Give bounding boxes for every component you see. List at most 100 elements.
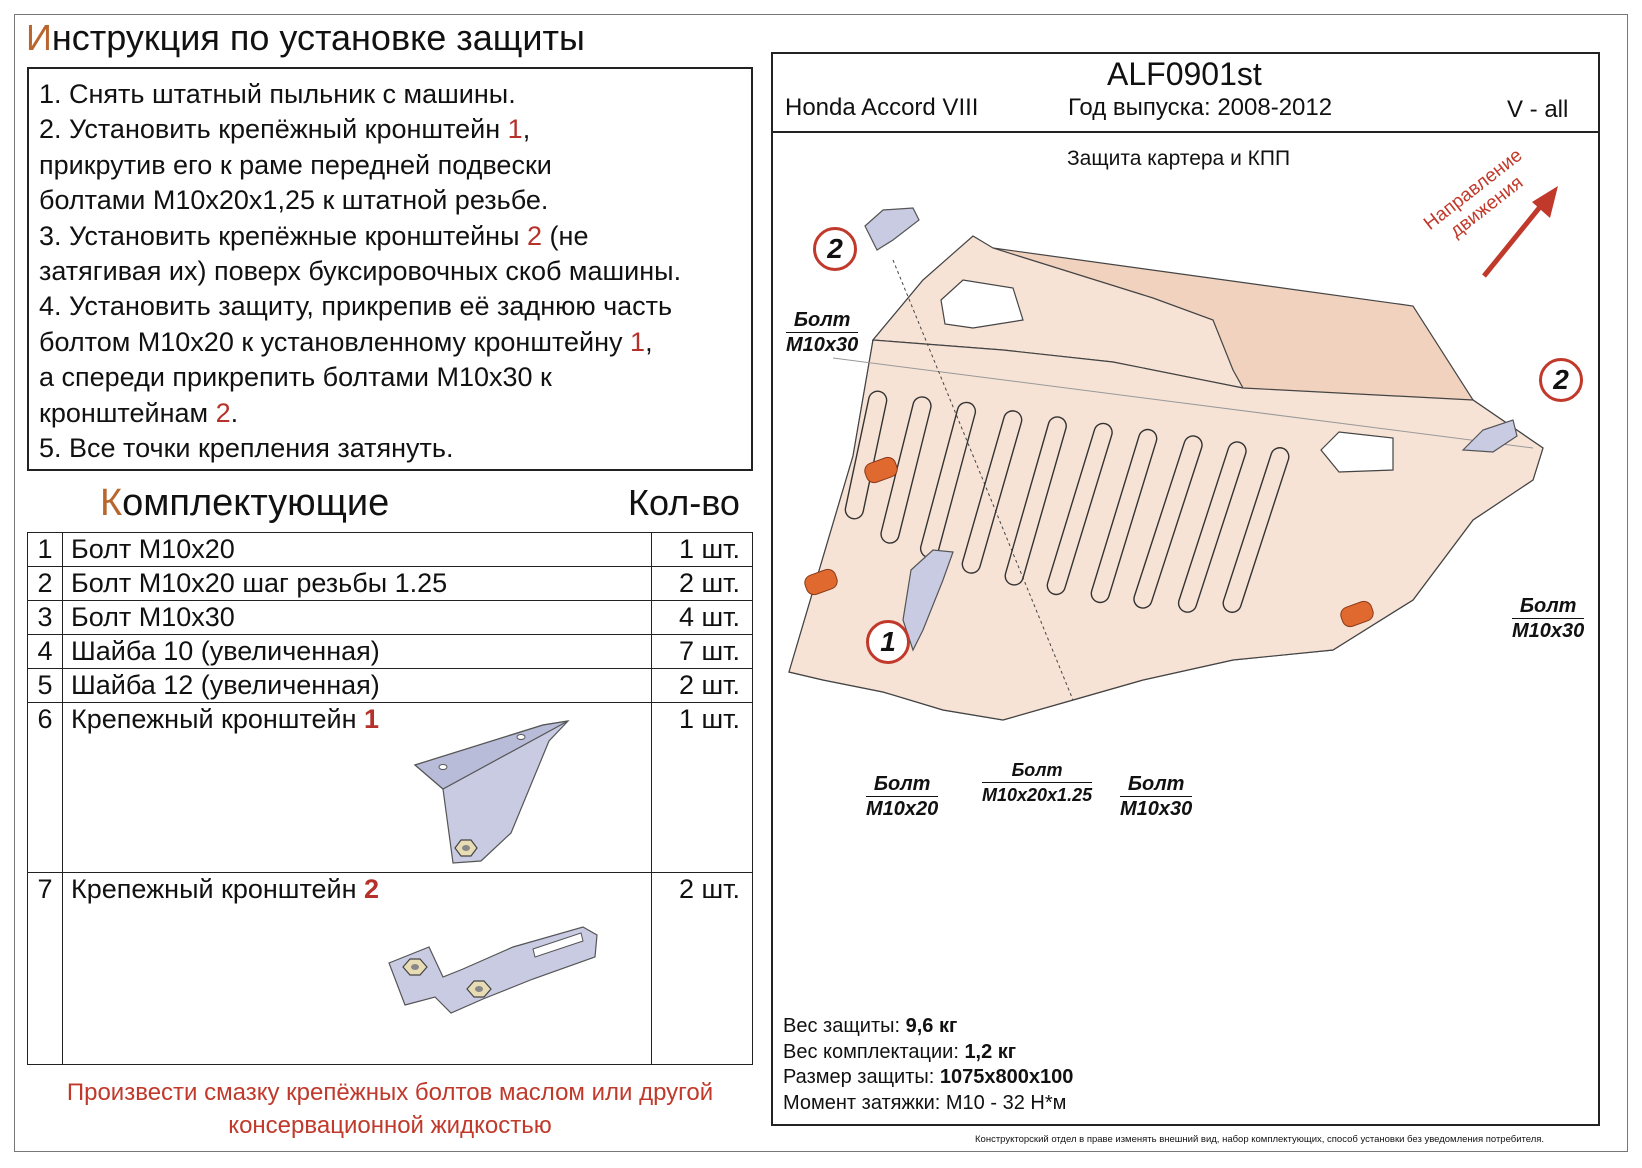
- row-name: Болт М10х20 шаг резьбы 1.25: [62, 566, 652, 601]
- table-row: 2 Болт М10х20 шаг резьбы 1.25 2 шт.: [27, 566, 753, 601]
- bolt-word: Болт: [1120, 772, 1193, 797]
- drawing-subtitle: Защита картера и КПП: [1067, 147, 1291, 170]
- step-2-end: ,: [522, 114, 531, 145]
- step-3-ref: 2: [527, 220, 543, 251]
- step-2-line-3: болтами М10х20х1,25 к штатной резьбе.: [39, 185, 549, 216]
- spec-kit-weight: Вес комплектации: 1,2 кг: [783, 1040, 1073, 1066]
- step-4-end-2: .: [230, 397, 239, 428]
- production-years: Год выпуска: 2008-2012: [1068, 94, 1333, 121]
- step-2-line-2: прикрутив его к раме передней подвески: [39, 149, 552, 180]
- components-title-text: омплектующие: [122, 482, 390, 524]
- step-1: 1. Снять штатный пыльник с машины.: [39, 79, 516, 109]
- spec-torque: Момент затяжки: М10 - 32 Н*м: [783, 1091, 1067, 1114]
- step-4-text: болтом М10х20 к установленному кронштейн…: [39, 326, 631, 357]
- table-row: 4 Шайба 10 (увеличенная) 7 шт.: [27, 634, 753, 669]
- row-qty: 1 шт.: [651, 532, 753, 567]
- row-qty: 4 шт.: [651, 600, 753, 635]
- row-number: 3: [27, 600, 63, 635]
- callout-1: 1: [866, 620, 910, 664]
- step-3: 3. Установить крепёжные кронштейны 2 (не: [39, 219, 741, 254]
- bracket-1-illustration: [413, 720, 570, 864]
- step-2-ref: 1: [507, 114, 523, 145]
- row-name-cell: Крепежный кронштейн 1: [62, 702, 652, 873]
- row-name: Шайба 10 (увеличенная): [62, 634, 652, 669]
- table-row: 3 Болт М10х30 4 шт.: [27, 600, 753, 635]
- engine-variant: V - all: [1507, 96, 1569, 123]
- spec-weight: Вес защиты: 9,6 кг: [783, 1014, 1073, 1040]
- row-qty: 1 шт.: [651, 702, 753, 873]
- step-4-line-4: кронштейнам 2.: [39, 396, 741, 431]
- specifications: Вес защиты: 9,6 кг Вес комплектации: 1,2…: [783, 1014, 1073, 1116]
- step-4: 4. Установить защиту, прикрепив её задню…: [39, 291, 673, 322]
- row-name: Крепежный кронштейн: [71, 874, 365, 904]
- components-title-initial: К: [100, 482, 123, 524]
- spec-kit-label: Вес комплектации:: [783, 1040, 965, 1063]
- step-2: 2. Установить крепёжный кронштейн 1,: [39, 112, 741, 147]
- spec-size-value: 1075х800х100: [939, 1066, 1074, 1088]
- bolt-size: М10х30: [786, 334, 859, 356]
- step-2-text: 2. Установить крепёжный кронштейн: [39, 114, 508, 145]
- row-qty: 7 шт.: [651, 634, 753, 669]
- table-row: 6 Крепежный кронштейн 1 1 шт.: [27, 702, 753, 873]
- step-3-text: 3. Установить крепёжные кронштейны: [39, 220, 528, 251]
- bolt-word: Болт: [982, 758, 1093, 783]
- article-code: ALF0901st: [1107, 56, 1262, 92]
- row-qty: 2 шт.: [651, 668, 753, 703]
- step-4-line-3: а спереди прикрепить болтами М10х30 к: [39, 362, 552, 393]
- page-border: [14, 14, 1628, 1152]
- spec-kit-value: 1,2 кг: [964, 1040, 1017, 1063]
- step-4-ref: 1: [630, 326, 646, 357]
- step-4-end: ,: [645, 326, 653, 357]
- row-name: Болт М10х20: [62, 532, 652, 567]
- note-line-1: Произвести смазку крепёжных болтов масло…: [66, 1079, 714, 1106]
- bolt-size: М10х30: [1512, 620, 1585, 642]
- bolt-word: Болт: [866, 772, 939, 797]
- spec-size-label: Размер защиты:: [783, 1066, 940, 1088]
- bracket-2-illustration: [388, 926, 598, 1014]
- row-name-cell: Крепежный кронштейн 2: [62, 872, 652, 1065]
- bolt-word: Болт: [786, 308, 859, 333]
- skid-plate-illustration: [788, 207, 1544, 721]
- spec-weight-label: Вес защиты:: [783, 1015, 906, 1037]
- step-3-line-2: затягивая их) поверх буксировочных скоб …: [39, 256, 682, 287]
- bolt-size: М10х20: [866, 798, 939, 820]
- row-number: 1: [27, 532, 63, 567]
- step-4-text-2: кронштейнам: [39, 397, 216, 428]
- row-tag: 1: [364, 704, 380, 734]
- quantity-title: Кол-во: [628, 482, 740, 523]
- table-row: 1 Болт М10х20 1 шт.: [27, 532, 753, 567]
- row-tag: 2: [364, 874, 380, 904]
- spec-size: Размер защиты: 1075х800х100: [783, 1065, 1073, 1091]
- page-title: Инструкция по установке защиты: [26, 16, 585, 60]
- drawing-header-divider: [771, 131, 1600, 133]
- footer-disclaimer: Конструкторский отдел в праве изменять в…: [975, 1134, 1545, 1145]
- step-5: 5. Все точки крепления затянуть.: [39, 433, 454, 464]
- row-number: 4: [27, 634, 63, 669]
- callout-2-right: 2: [1539, 358, 1583, 402]
- row-name: Шайба 12 (увеличенная): [62, 668, 652, 703]
- row-number: 7: [27, 872, 63, 1065]
- drawing-panel: [771, 52, 1600, 1126]
- bolt-size: М10х20х1.25: [982, 785, 1093, 805]
- row-qty: 2 шт.: [651, 566, 753, 601]
- note-line-2: консервационной жидкостью: [228, 1112, 552, 1139]
- lubrication-note: Произвести смазку крепёжных болтов масло…: [27, 1076, 753, 1142]
- table-row: 7 Крепежный кронштейн 2 2 шт.: [27, 872, 753, 1065]
- components-table: 1 Болт М10х20 1 шт. 2 Болт М10х20 шаг ре…: [27, 532, 753, 1065]
- bolt-size: М10х30: [1120, 798, 1193, 820]
- row-qty: 2 шт.: [651, 872, 753, 1065]
- car-model: Honda Accord VIII: [785, 94, 979, 121]
- instruction-steps: 1. Снять штатный пыльник с машины. 2. Ус…: [27, 67, 753, 471]
- row-number: 2: [27, 566, 63, 601]
- row-number: 6: [27, 702, 63, 873]
- spec-weight-value: 9,6 кг: [905, 1015, 958, 1037]
- page-title-text: нструкция по установке защиты: [51, 17, 585, 58]
- step-4-line-2: болтом М10х20 к установленному кронштейн…: [39, 325, 741, 360]
- direction-arrow-icon: [1482, 186, 1558, 278]
- step-4-ref-2: 2: [215, 397, 231, 428]
- callout-2-left: 2: [813, 227, 857, 271]
